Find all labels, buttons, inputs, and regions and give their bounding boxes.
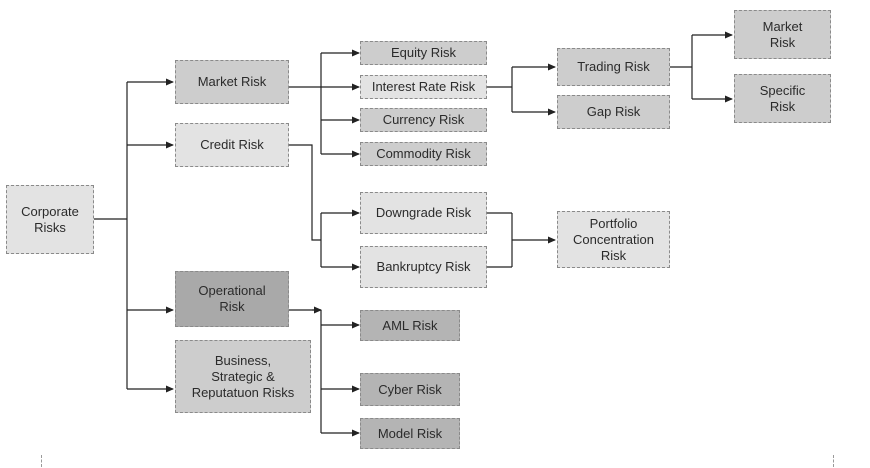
page-edge-mark-left	[41, 455, 42, 467]
node-currency-risk: Currency Risk	[360, 108, 487, 132]
node-operational-risk: Operational Risk	[175, 271, 289, 327]
node-commodity-risk: Commodity Risk	[360, 142, 487, 166]
node-portfolio-concentration-risk: Portfolio Concentration Risk	[557, 211, 670, 268]
node-aml-risk: AML Risk	[360, 310, 460, 341]
page-edge-mark-right	[833, 455, 834, 467]
node-market-risk: Market Risk	[175, 60, 289, 104]
node-business-strategic-reputation-risks: Business, Strategic & Reputatuon Risks	[175, 340, 311, 413]
node-equity-risk: Equity Risk	[360, 41, 487, 65]
node-corporate-risks: Corporate Risks	[6, 185, 94, 254]
node-downgrade-risk: Downgrade Risk	[360, 192, 487, 234]
node-credit-risk: Credit Risk	[175, 123, 289, 167]
node-gap-risk: Gap Risk	[557, 95, 670, 129]
node-trading-risk: Trading Risk	[557, 48, 670, 86]
node-specific-risk: Specific Risk	[734, 74, 831, 123]
node-interest-rate-risk: Interest Rate Risk	[360, 75, 487, 99]
node-cyber-risk: Cyber Risk	[360, 373, 460, 406]
node-model-risk: Model Risk	[360, 418, 460, 449]
node-bankruptcy-risk: Bankruptcy Risk	[360, 246, 487, 288]
node-market-risk-sub: Market Risk	[734, 10, 831, 59]
